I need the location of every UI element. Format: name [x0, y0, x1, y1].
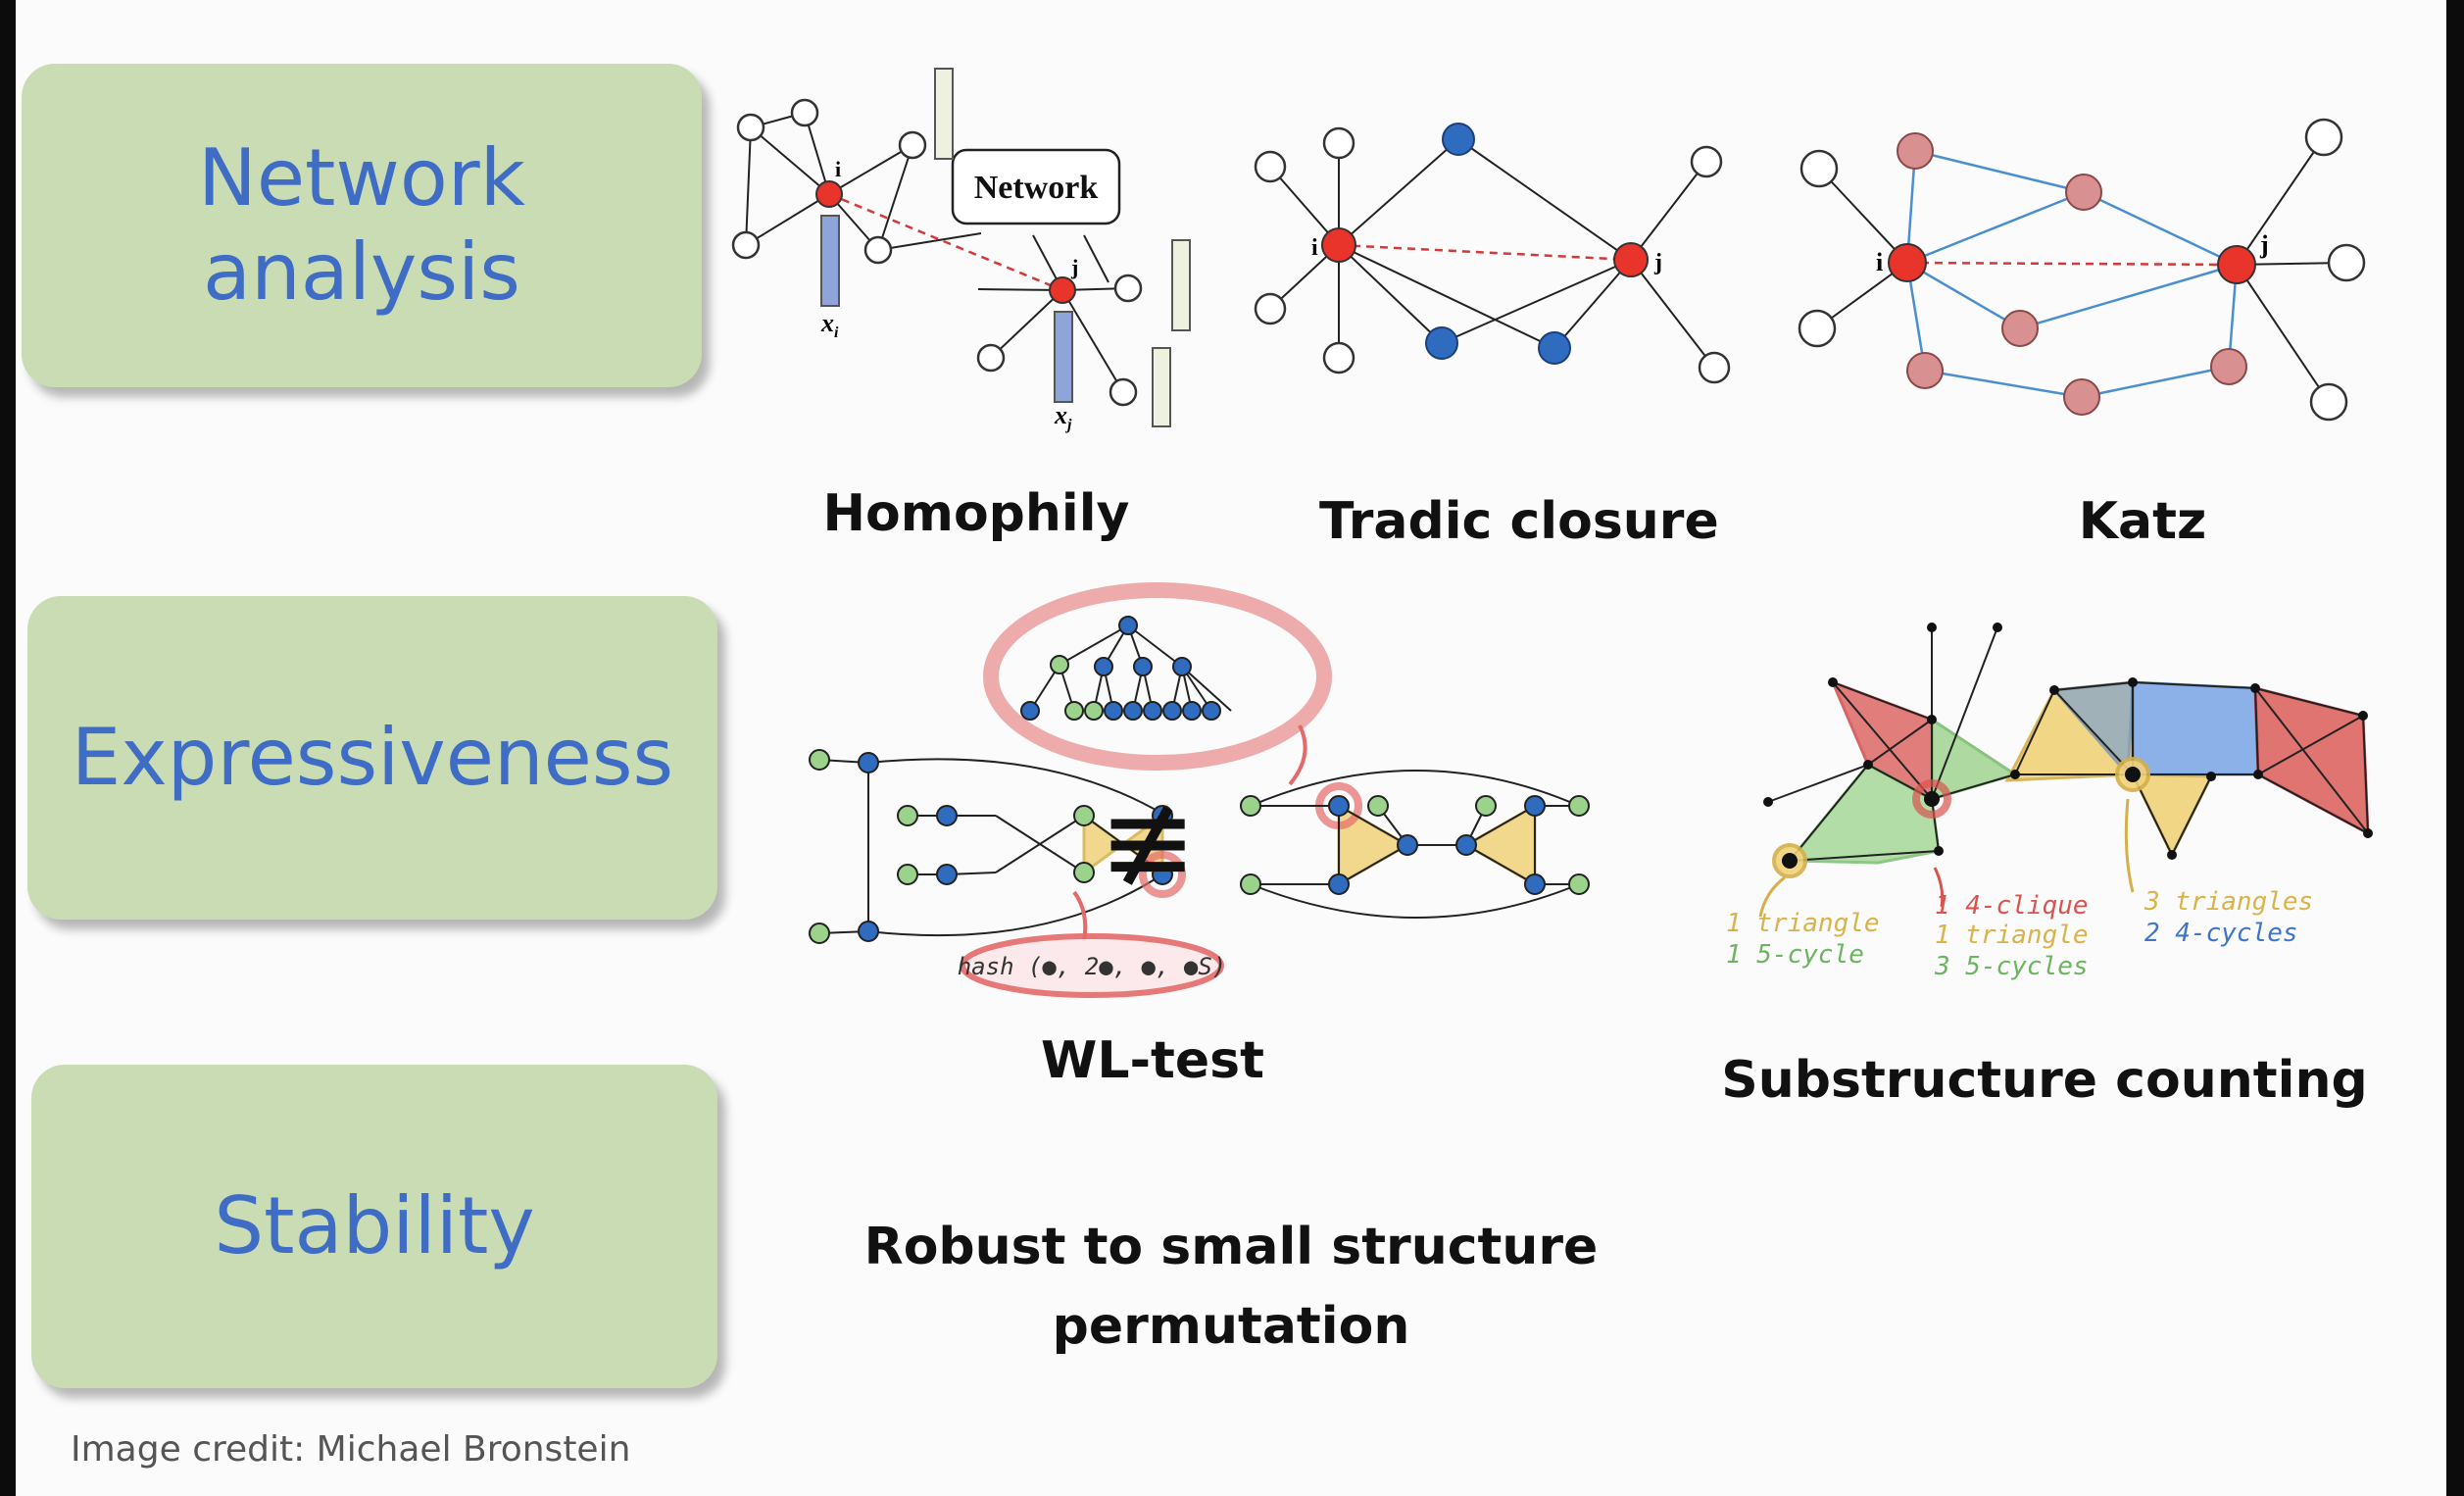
katz-node-j-label: j [2259, 230, 2269, 259]
katz-caption: Katz [2078, 492, 2207, 551]
feat-xj-label: xj [1054, 401, 1072, 433]
substructure-note-1: 1 triangle 1 5-cycle [1726, 909, 1895, 970]
not-equal-symbol: ≢ [1099, 774, 1198, 911]
triadic-closure-caption: Tradic closure [1319, 492, 1719, 551]
substructure-diagram: 1 triangle 1 5-cycle 1 4-clique 1 triang… [1726, 623, 2373, 981]
network-analysis-pill: Network analysis [22, 64, 702, 387]
substructure-caption: Substructure counting [1721, 1051, 2368, 1110]
expressiveness-pill: Expressiveness [27, 596, 717, 920]
stability-pill: Stability [31, 1065, 717, 1388]
triadic-node-j-label: j [1653, 250, 1662, 275]
substructure-note-3: 3 triangles 2 4-cycles [2144, 887, 2329, 948]
substructure-note-2: 1 4-clique 1 triangle 3 5-cycles [1934, 891, 2103, 981]
triadic-node-i-label: i [1311, 235, 1318, 261]
slide: Network analysis Expressiveness Stabilit… [16, 0, 2446, 1496]
wl-hash-label: hash (●, 2●, ●, ●S) [958, 953, 1227, 980]
katz-node-i-label: i [1876, 248, 1883, 276]
network-box-label: Network [974, 170, 1099, 206]
stability-description: Robust to small structure permutation [863, 1218, 1599, 1356]
wl-test-caption: WL-test [1040, 1031, 1264, 1090]
homophily-node-i-label: i [835, 157, 841, 181]
wl-test-diagram: ≢ hash (●, 2●, [809, 582, 1590, 998]
homophily-node-j-label: j [1070, 255, 1078, 279]
triadic-closure-diagram: i j [1254, 123, 1731, 384]
feat-xi-label: xi [820, 309, 839, 341]
homophily-diagram: Network i j xi xj [731, 68, 1191, 433]
image-credit: Image credit: Michael Bronstein [71, 1429, 631, 1470]
homophily-caption: Homophily [822, 484, 1130, 543]
katz-diagram: i j [1798, 118, 2366, 422]
